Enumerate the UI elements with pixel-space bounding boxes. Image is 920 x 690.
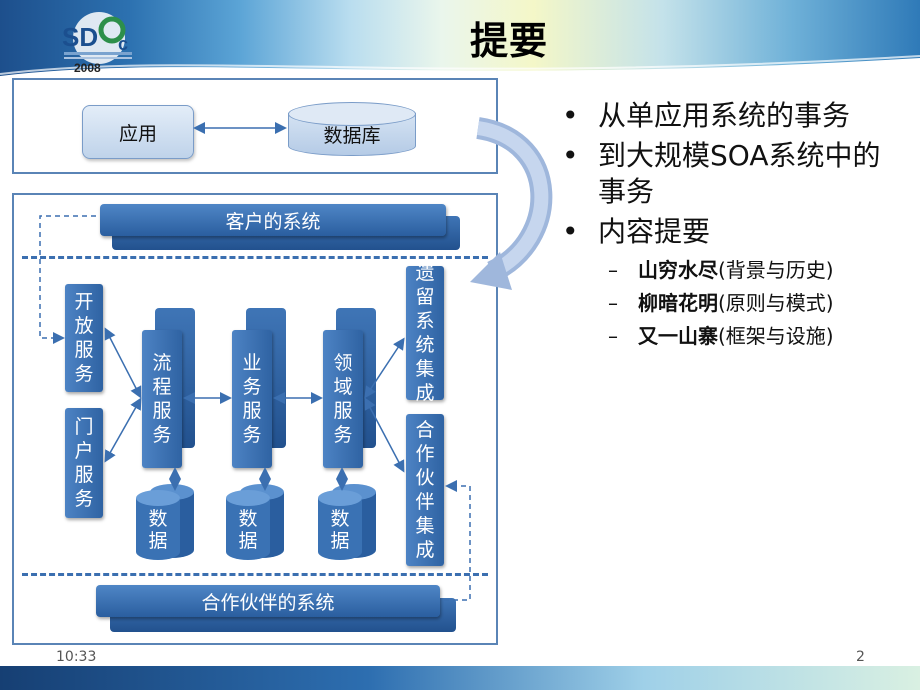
- sub-bullet-rest-2: (原则与模式): [718, 291, 834, 315]
- business-service-box: 业务服务: [232, 330, 272, 468]
- sub-bullet-dash: –: [608, 258, 618, 282]
- sub-bullet-rest-1: (背景与历史): [718, 258, 834, 282]
- domain-service-label: 领域服务: [333, 352, 353, 446]
- sub-bullet-dash: –: [608, 291, 618, 315]
- app-label: 应用: [118, 122, 157, 145]
- portal-service-label: 门户服务: [74, 416, 94, 510]
- bullet-dot: •: [562, 215, 579, 248]
- bullet-item-1: • 从单应用系统的事务: [556, 98, 896, 134]
- business-service-label: 业务服务: [242, 352, 262, 446]
- sub-bullet-bold-3: 又一山寨: [638, 324, 718, 348]
- customer-system-label: 客户的系统: [225, 210, 321, 233]
- data-label-1: 数据: [148, 508, 168, 552]
- partner-integration-label: 合作伙伴集成: [415, 419, 435, 561]
- sub-bullet-2: –柳暗花明(原则与模式): [556, 287, 896, 320]
- data-label-3: 数据: [330, 508, 350, 552]
- app-box: 应用: [82, 105, 194, 159]
- page-title: 提要: [470, 19, 549, 63]
- sub-bullet-1: –山穷水尽(背景与历史): [556, 254, 896, 287]
- bullet-text-1: 从单应用系统的事务: [598, 99, 851, 132]
- portal-service-box: 门户服务: [65, 408, 103, 518]
- partner-system-label: 合作伙伴的系统: [201, 591, 335, 614]
- bullet-item-3: • 内容提要: [556, 214, 896, 250]
- customer-system-bar: 客户的系统: [100, 204, 446, 236]
- partner-integration-box: 合作伙伴集成: [406, 414, 444, 566]
- bullet-dot: •: [562, 139, 579, 172]
- bullet-dot: •: [562, 99, 579, 132]
- bullet-text-2: 到大规模SOA系统中的事务: [598, 139, 881, 208]
- svg-text:SD: SD: [62, 22, 98, 52]
- bullet-text-3: 内容提要: [598, 215, 711, 248]
- footer-band: [0, 666, 920, 690]
- legacy-integration-label: 遗留系统集成: [415, 262, 435, 404]
- open-service-label: 开放服务: [74, 291, 94, 385]
- logo-year: 2008: [74, 61, 101, 75]
- data-cylinder-2: [226, 484, 284, 560]
- sub-bullet-bold-1: 山穷水尽: [638, 258, 718, 282]
- sub-bullet-rest-3: (框架与设施): [718, 324, 834, 348]
- data-cylinder-3: [318, 484, 376, 560]
- sub-bullet-bold-2: 柳暗花明: [638, 291, 718, 315]
- upper-dashed-line: [22, 256, 488, 259]
- partner-system-bar: 合作伙伴的系统: [96, 585, 440, 617]
- logo-icon: SD c: [62, 12, 132, 64]
- process-service-box: 流程服务: [142, 330, 182, 468]
- bullet-item-2: • 到大规模SOA系统中的事务: [556, 138, 896, 210]
- data-cylinder-1: [136, 484, 194, 560]
- open-service-box: 开放服务: [65, 284, 103, 392]
- data-label-2: 数据: [238, 508, 258, 552]
- svg-text:c: c: [118, 34, 128, 54]
- footer-page-number: 2: [856, 649, 865, 665]
- sub-bullet-3: –又一山寨(框架与设施): [556, 320, 896, 353]
- process-service-label: 流程服务: [152, 352, 172, 446]
- bullet-list: •从单应用系统的事务 •到大规模SOA系统中的事务 •内容提要 –山穷水尽(背景…: [556, 98, 896, 353]
- db-label: 数据库: [323, 124, 381, 147]
- lower-dashed-line: [22, 573, 488, 576]
- sub-bullet-dash: –: [608, 324, 618, 348]
- footer-time: 10:33: [56, 649, 97, 665]
- database-cylinder-top: [288, 102, 416, 126]
- legacy-integration-box: 遗留系统集成: [406, 262, 444, 404]
- domain-service-box: 领域服务: [323, 330, 363, 468]
